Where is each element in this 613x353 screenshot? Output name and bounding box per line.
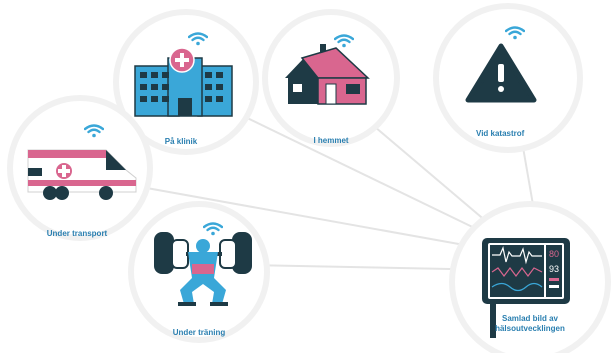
reading-2: 93 (549, 264, 559, 274)
ambulance-icon (27, 149, 137, 200)
node-home[interactable]: I hemmet (285, 34, 370, 146)
warning-icon (465, 43, 537, 103)
monitor-icon: 80 93 (482, 238, 570, 338)
reading-1: 80 (549, 249, 559, 259)
hospital-icon (134, 47, 233, 117)
line-clinic (209, 99, 521, 251)
node-clinic[interactable]: På klinik (134, 32, 233, 147)
training-label: Under träning (173, 328, 226, 337)
monitor-label-line1: Samlad bild av (502, 314, 559, 323)
node-training[interactable]: Under träning (154, 222, 252, 338)
house-icon (285, 44, 370, 105)
node-monitor[interactable]: 80 93 Samlad bild av hälsoutvecklingen (482, 238, 570, 338)
line-transport (129, 184, 521, 256)
clinic-label: På klinik (165, 137, 198, 146)
monitor-label-line2: hälsoutvecklingen (495, 324, 565, 333)
node-transport[interactable]: Under transport (27, 124, 137, 239)
weightlifter-icon (154, 232, 252, 306)
node-disaster[interactable]: Vid katastrof (465, 26, 537, 139)
disaster-label: Vid katastrof (476, 129, 525, 138)
home-label: I hemmet (313, 136, 348, 145)
transport-label: Under transport (47, 229, 108, 238)
